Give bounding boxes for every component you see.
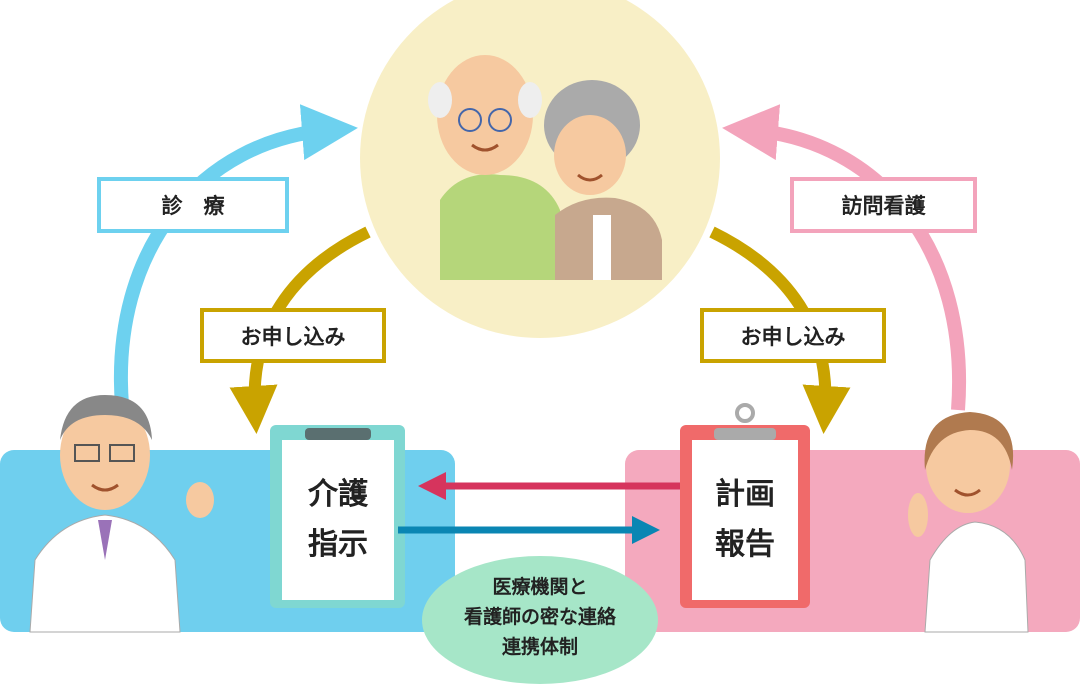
cooperation-line-2: 看護師の密な連絡 [463, 606, 616, 628]
keikaku-houkoku-clipboard [680, 403, 810, 608]
keikaku-houkoku-text: 計画 報告 [680, 470, 810, 570]
cooperation-text: 医療機関と 看護師の密な連絡 連携体制 [422, 572, 658, 662]
kaigo-shiji-clipboard [270, 425, 405, 608]
moushikomi-right-arrow [709, 226, 851, 434]
keikaku-text: 計画 [715, 477, 775, 512]
cooperation-line-3: 連携体制 [501, 636, 578, 658]
moushikomi-right-label: お申し込み [700, 308, 886, 363]
cooperation-line-1: 医療機関と [492, 576, 588, 598]
kaigo-text: 介護 [308, 477, 368, 512]
kaigo-shiji-text: 介護 指示 [273, 470, 403, 570]
moushikomi-left-arrow [229, 226, 371, 434]
elderly-couple-illustration [428, 55, 662, 280]
houkoku-text: 報告 [715, 527, 775, 562]
nurse-illustration [908, 412, 1029, 633]
houmon-kango-label: 訪問看護 [790, 177, 977, 233]
shinryo-label: 診 療 [97, 177, 289, 233]
shiji-text: 指示 [308, 527, 368, 562]
cooperation-ellipse [422, 556, 658, 684]
patients-circle [360, 0, 720, 338]
houmon-arrow [722, 104, 967, 411]
shinryo-arrow [113, 104, 358, 406]
doctor-illustration [29, 395, 214, 633]
moushikomi-left-label: お申し込み [200, 308, 386, 363]
